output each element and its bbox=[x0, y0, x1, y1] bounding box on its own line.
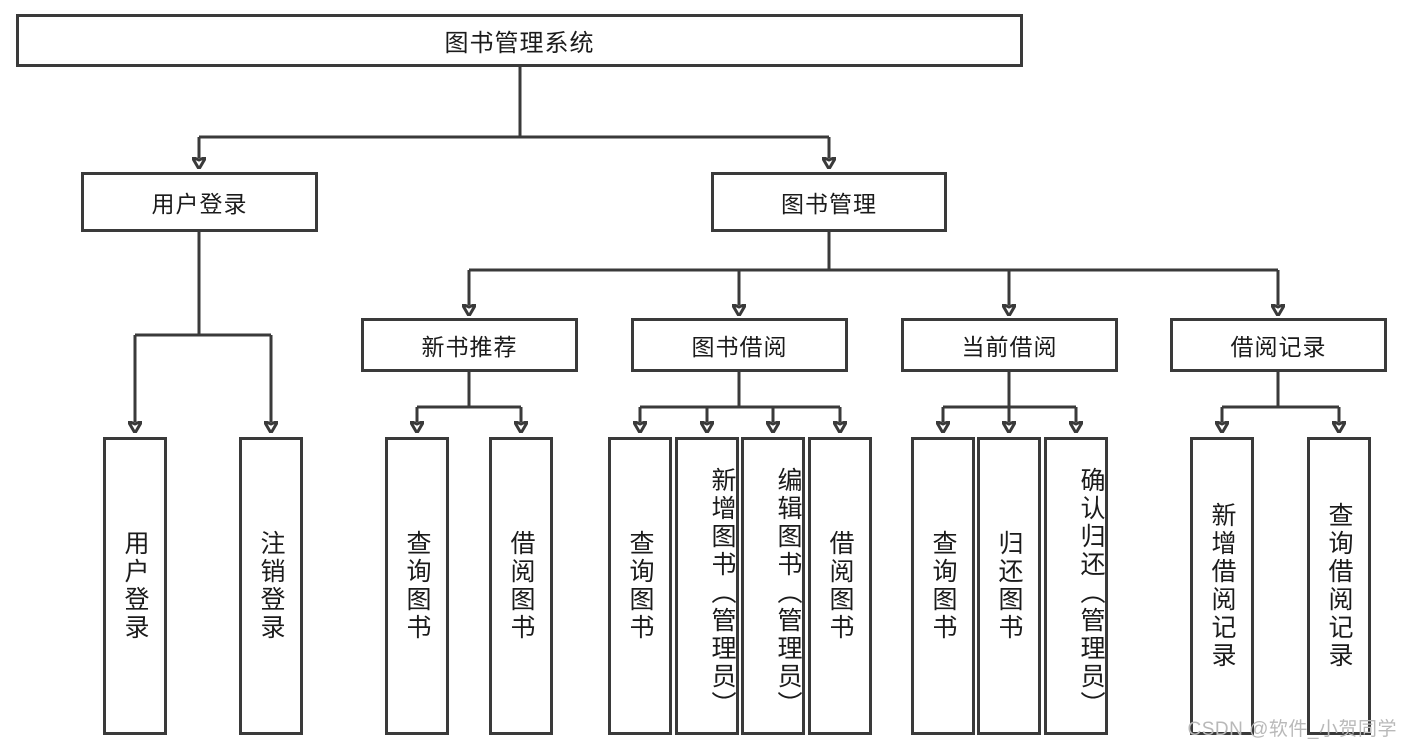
node-label: 确认归还（管理员） bbox=[1077, 467, 1105, 719]
node-new-book-recommendation[interactable]: 新书推荐 bbox=[361, 318, 578, 372]
node-label: 借阅图书 bbox=[507, 530, 535, 642]
node-book-management[interactable]: 图书管理 bbox=[711, 172, 947, 232]
node-user-login[interactable]: 用户登录 bbox=[81, 172, 318, 232]
node-book-borrow[interactable]: 图书借阅 bbox=[631, 318, 848, 372]
node-label: 编辑图书（管理员） bbox=[774, 467, 802, 719]
node-label: 归还图书 bbox=[995, 530, 1023, 642]
leaf-borrow-book[interactable]: 借阅图书 bbox=[808, 437, 872, 735]
leaf-query-book-borrow[interactable]: 查询图书 bbox=[608, 437, 672, 735]
leaf-return-book[interactable]: 归还图书 bbox=[977, 437, 1041, 735]
node-label: 当前借阅 bbox=[961, 334, 1058, 360]
node-borrow-record[interactable]: 借阅记录 bbox=[1170, 318, 1387, 372]
leaf-query-book-recommend[interactable]: 查询图书 bbox=[385, 437, 449, 735]
leaf-borrow-book-recommend[interactable]: 借阅图书 bbox=[489, 437, 553, 735]
node-current-borrow[interactable]: 当前借阅 bbox=[901, 318, 1118, 372]
leaf-query-book-current[interactable]: 查询图书 bbox=[911, 437, 975, 735]
node-label: 用户登录 bbox=[121, 530, 149, 642]
node-label: 图书管理系统 bbox=[444, 30, 595, 57]
node-label: 图书管理 bbox=[781, 191, 877, 217]
node-label: 新增借阅记录 bbox=[1208, 502, 1236, 670]
node-label: 查询图书 bbox=[929, 530, 957, 642]
node-label: 借阅记录 bbox=[1230, 334, 1327, 360]
node-label: 查询图书 bbox=[626, 530, 654, 642]
node-label: 新增图书（管理员） bbox=[708, 467, 736, 719]
leaf-edit-book-admin[interactable]: 编辑图书（管理员） bbox=[741, 437, 805, 735]
node-label: 用户登录 bbox=[151, 191, 248, 217]
leaf-add-book-admin[interactable]: 新增图书（管理员） bbox=[675, 437, 739, 735]
leaf-logout-login[interactable]: 注销登录 bbox=[239, 437, 303, 735]
node-label: 查询图书 bbox=[403, 530, 431, 642]
leaf-add-borrow-record[interactable]: 新增借阅记录 bbox=[1190, 437, 1254, 735]
node-label: 查询借阅记录 bbox=[1325, 502, 1353, 670]
leaf-query-borrow-record[interactable]: 查询借阅记录 bbox=[1307, 437, 1371, 735]
leaf-user-login[interactable]: 用户登录 bbox=[103, 437, 167, 735]
csdn-watermark: CSDN @软件_小贺同学 bbox=[1187, 719, 1397, 740]
node-root-book-management-system[interactable]: 图书管理系统 bbox=[16, 14, 1023, 67]
node-label: 注销登录 bbox=[257, 530, 285, 642]
leaf-confirm-return-admin[interactable]: 确认归还（管理员） bbox=[1044, 437, 1108, 735]
node-label: 借阅图书 bbox=[826, 530, 854, 642]
node-label: 新书推荐 bbox=[421, 334, 518, 360]
node-label: 图书借阅 bbox=[691, 334, 788, 360]
